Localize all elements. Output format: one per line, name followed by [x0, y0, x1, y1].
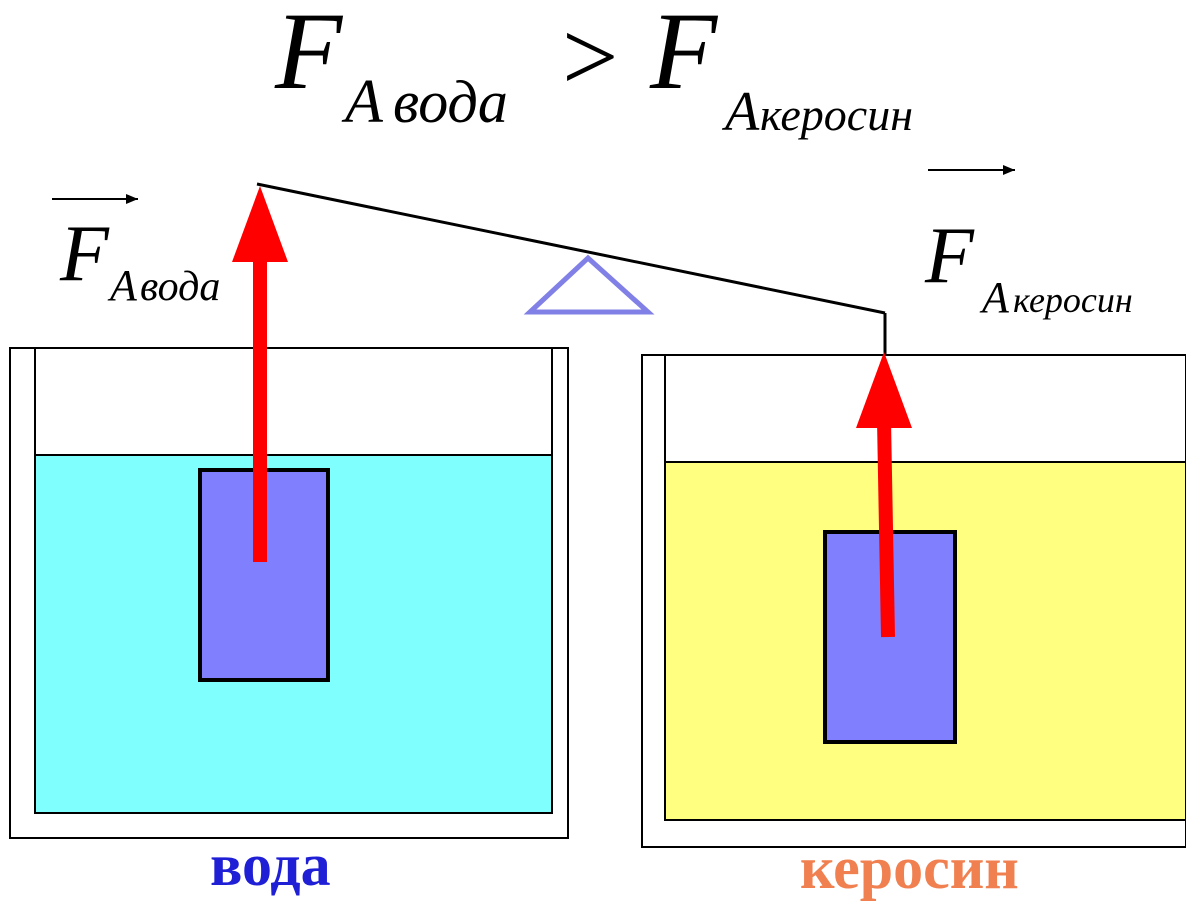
formula-left-sub: вода [393, 69, 508, 135]
left-label-sub: вода [140, 264, 220, 310]
right-label-sub: керосин [1013, 280, 1133, 320]
left-label-a: A [107, 261, 138, 310]
kerosene-label: керосин [800, 835, 1019, 901]
right-label-a: A [979, 273, 1010, 322]
right-force-label: F A керосин [924, 165, 1133, 322]
formula-left-a: A [341, 68, 384, 136]
kerosene-container [641, 354, 1186, 848]
left-label-f: F [59, 210, 110, 298]
pivot-triangle [523, 254, 655, 315]
water-force-arrow [232, 186, 288, 562]
main-formula: F A вода > F A керосин [274, 0, 913, 143]
formula-right-a: A [721, 81, 760, 143]
formula-left-f: F [274, 0, 344, 112]
balance-beam [256, 182, 886, 315]
left-force-label: F A вода [52, 194, 220, 310]
water-container [9, 347, 569, 839]
right-label-f: F [924, 212, 975, 300]
formula-right-sub: керосин [760, 89, 913, 140]
formula-operator: > [562, 1, 618, 112]
formula-right-f: F [649, 0, 719, 112]
water-label: вода [210, 832, 331, 898]
kerosene-force-arrow [856, 352, 912, 638]
